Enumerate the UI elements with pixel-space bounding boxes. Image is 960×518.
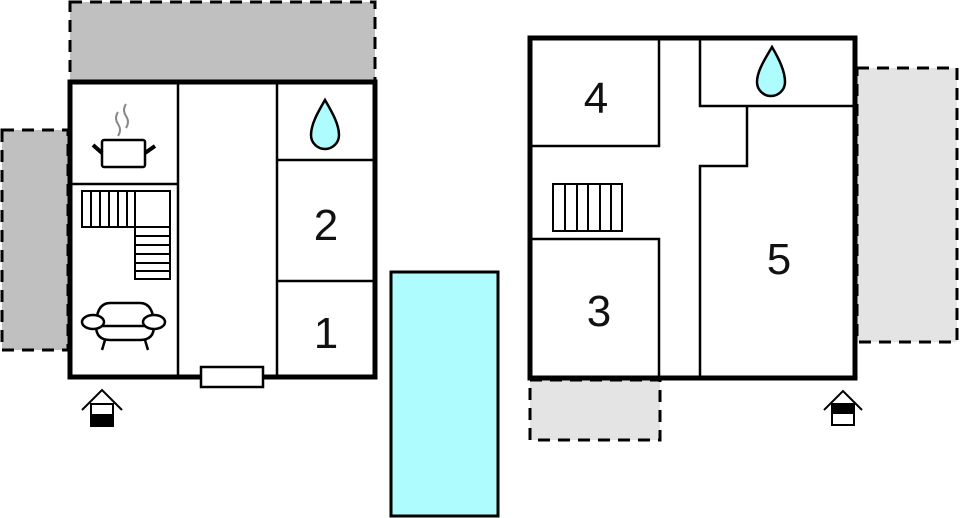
- window-icon: [199, 365, 265, 389]
- cooking-pot-icon: [91, 103, 157, 169]
- left-terrace: [0, 128, 70, 352]
- water-drop-icon: [755, 44, 787, 98]
- left-building: 2 1: [67, 79, 378, 389]
- bottom-terrace: [528, 378, 662, 442]
- water-drop-icon: [309, 97, 341, 151]
- wall: [698, 40, 853, 108]
- entrance-house-icon: [81, 388, 123, 427]
- sofa-icon: [80, 301, 167, 351]
- entrance-house-icon: [823, 389, 863, 426]
- room-label-2: 2: [314, 201, 338, 250]
- l-shaped-stairs-icon: [81, 190, 171, 280]
- room-label-3: 3: [587, 287, 611, 336]
- right-building: 4 3 5: [527, 35, 858, 381]
- right-terrace: [855, 66, 959, 344]
- room-label-4: 4: [584, 74, 608, 123]
- outer-wall: [527, 35, 858, 381]
- wall: [532, 237, 661, 376]
- swimming-pool: [389, 270, 500, 518]
- room-label-5: 5: [767, 235, 791, 284]
- wall: [532, 40, 661, 148]
- straight-stairs-icon: [552, 183, 623, 232]
- room-label-1: 1: [314, 309, 338, 358]
- top-left-terrace: [68, 0, 377, 84]
- wall: [698, 106, 749, 376]
